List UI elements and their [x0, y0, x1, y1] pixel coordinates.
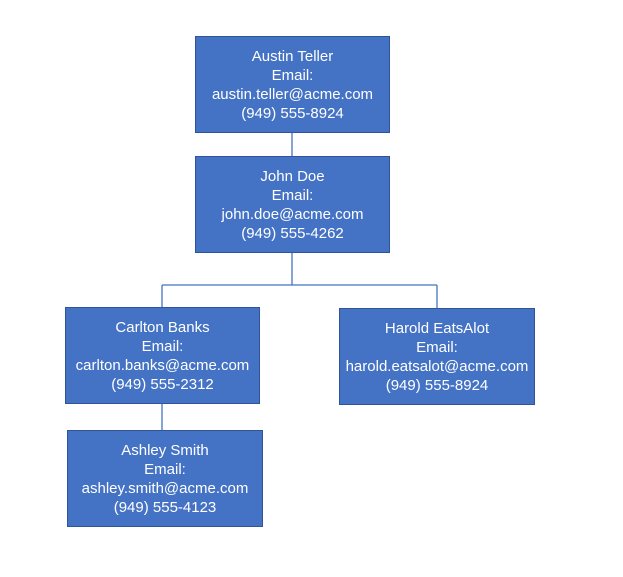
node-email-label: Email:	[416, 338, 458, 356]
node-name: Ashley Smith	[121, 441, 209, 459]
node-john-doe[interactable]: John Doe Email: john.doe@acme.com (949) …	[195, 156, 390, 253]
node-harold-eatsalot[interactable]: Harold EatsAlot Email: harold.eatsalot@a…	[339, 308, 535, 405]
node-carlton-banks[interactable]: Carlton Banks Email: carlton.banks@acme.…	[65, 307, 260, 404]
node-email: john.doe@acme.com	[221, 205, 364, 223]
node-phone: (949) 555-2312	[111, 375, 214, 393]
node-phone: (949) 555-8924	[241, 104, 344, 122]
node-name: Harold EatsAlot	[384, 319, 490, 337]
node-email-label: Email:	[141, 337, 184, 355]
node-email-label: Email:	[144, 460, 186, 478]
node-phone: (949) 555-8924	[385, 376, 489, 394]
node-email-label: Email:	[271, 66, 314, 84]
node-email-label: Email:	[271, 186, 314, 204]
node-ashley-smith[interactable]: Ashley Smith Email: ashley.smith@acme.co…	[67, 430, 263, 527]
node-name: John Doe	[260, 167, 325, 185]
node-name: Austin Teller	[251, 47, 334, 65]
node-email: ashley.smith@acme.com	[81, 479, 249, 497]
node-email: austin.teller@acme.com	[211, 85, 374, 103]
node-phone: (949) 555-4262	[241, 224, 344, 242]
node-name: Carlton Banks	[115, 318, 210, 336]
node-phone: (949) 555-4123	[113, 498, 217, 516]
node-email: carlton.banks@acme.com	[75, 356, 250, 374]
node-austin-teller[interactable]: Austin Teller Email: austin.teller@acme.…	[195, 36, 390, 133]
node-email: harold.eatsalot@acme.com	[345, 357, 529, 375]
